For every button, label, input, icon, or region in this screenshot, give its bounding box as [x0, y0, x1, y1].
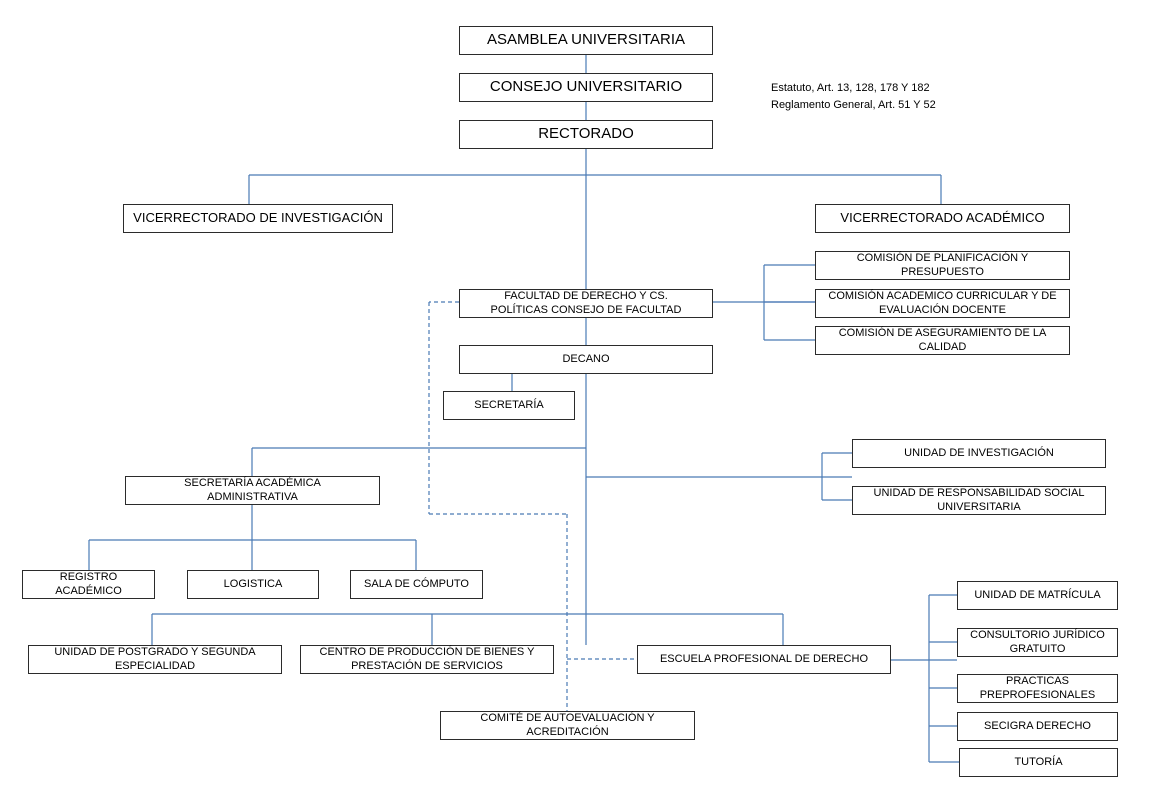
box-secretaria-academica: SECRETARÍA ACADÉMICA ADMINISTRATIVA [125, 476, 380, 505]
box-escuela: ESCUELA PROFESIONAL DE DERECHO [637, 645, 891, 674]
box-unidad-responsabilidad: UNIDAD DE RESPONSABILIDAD SOCIAL UNIVERS… [852, 486, 1106, 515]
legal-note-line-2: Reglamento General, Art. 51 Y 52 [771, 99, 936, 112]
box-asamblea: ASAMBLEA UNIVERSITARIA [459, 26, 713, 55]
box-consejo: CONSEJO UNIVERSITARIO [459, 73, 713, 102]
legal-note-line-1: Estatuto, Art. 13, 128, 178 Y 182 [771, 82, 930, 94]
box-rectorado: RECTORADO [459, 120, 713, 149]
box-comite: COMITÉ DE AUTOEVALUACIÓN Y ACREDITACIÓN [440, 711, 695, 740]
box-secigra: SECIGRA DERECHO [957, 712, 1118, 741]
box-logistica: LOGISTICA [187, 570, 319, 599]
box-comision-aseguramiento: COMISIÓN DE ASEGURAMIENTO DE LA CALIDAD [815, 326, 1070, 355]
box-consultorio: CONSULTORIO JURÍDICO GRATUITO [957, 628, 1118, 657]
box-decano: DECANO [459, 345, 713, 374]
box-facultad: FACULTAD DE DERECHO Y CS. POLÍTICAS CONS… [459, 289, 713, 318]
box-vice-academico: VICERRECTORADO ACADÉMICO [815, 204, 1070, 233]
box-postgrado: UNIDAD DE POSTGRADO Y SEGUNDA ESPECIALID… [28, 645, 282, 674]
box-centro-produccion: CENTRO DE PRODUCCIÓN DE BIENES Y PRESTAC… [300, 645, 554, 674]
box-practicas: PRACTICAS PREPROFESIONALES [957, 674, 1118, 703]
box-matricula: UNIDAD DE MATRÍCULA [957, 581, 1118, 610]
legal-note: Estatuto, Art. 13, 128, 178 Y 182 Reglam… [771, 80, 936, 114]
box-comision-planificacion: COMISIÓN DE PLANIFICACIÓN Y PRESUPUESTO [815, 251, 1070, 280]
box-registro: REGISTRO ACADÉMICO [22, 570, 155, 599]
box-unidad-investigacion: UNIDAD DE INVESTIGACIÓN [852, 439, 1106, 468]
box-sala-computo: SALA DE CÓMPUTO [350, 570, 483, 599]
box-tutoria: TUTORÍA [959, 748, 1118, 777]
box-secretaria: SECRETARÍA [443, 391, 575, 420]
box-vice-investigacion: VICERRECTORADO DE INVESTIGACIÓN [123, 204, 393, 233]
box-comision-academico: COMISIÓN ACADEMICO CURRICULAR Y DE EVALU… [815, 289, 1070, 318]
